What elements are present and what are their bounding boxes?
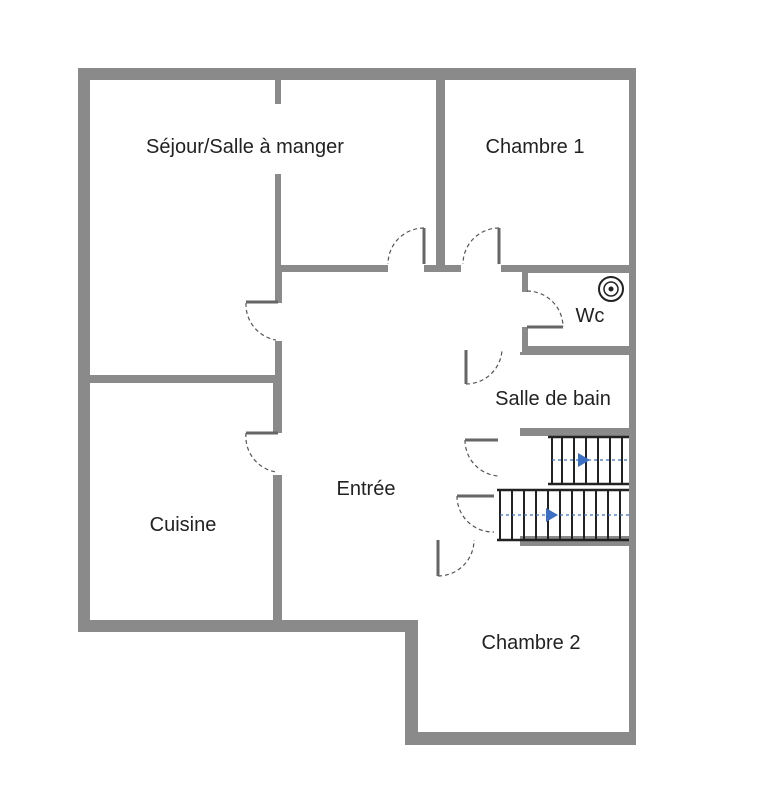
toilet-icon bbox=[598, 276, 624, 302]
opening-chambre2 bbox=[440, 536, 476, 548]
cuisine-floor bbox=[90, 383, 273, 620]
stair-arrow-icon bbox=[546, 508, 558, 522]
opening-stairs2 bbox=[492, 494, 500, 534]
room-label-chambre1: Chambre 1 bbox=[486, 136, 585, 158]
room-label-sejour: Séjour/Salle à manger bbox=[146, 136, 344, 158]
door-arc bbox=[387, 227, 425, 265]
chambre1-floor bbox=[445, 80, 629, 265]
sejour-floor-right bbox=[281, 80, 436, 265]
door-arc bbox=[526, 290, 564, 328]
entree-mid bbox=[437, 436, 497, 536]
room-label-salle-de-bain: Salle de bain bbox=[495, 388, 611, 410]
door-arc bbox=[462, 227, 500, 265]
room-label-cuisine: Cuisine bbox=[150, 514, 217, 536]
opening-sejour-entree bbox=[272, 303, 284, 341]
opening-sdb bbox=[466, 345, 506, 357]
entree-floor-top bbox=[282, 272, 522, 352]
room-label-wc: Wc bbox=[576, 305, 605, 327]
stair-arrow-icon bbox=[578, 453, 590, 467]
opening-sejour-top bbox=[272, 104, 284, 174]
sdb-floor bbox=[445, 355, 629, 428]
opening-entree-top2 bbox=[461, 262, 501, 274]
door-arc bbox=[437, 539, 475, 577]
room-label-entree: Entrée bbox=[337, 478, 396, 500]
opening-entree-top1 bbox=[388, 262, 424, 274]
entree-lower bbox=[282, 352, 437, 620]
door-openings bbox=[272, 104, 530, 548]
opening-stairs1 bbox=[494, 440, 502, 480]
doors bbox=[245, 227, 564, 577]
room-label-chambre2: Chambre 2 bbox=[482, 632, 581, 654]
room-floors bbox=[90, 80, 629, 732]
stairs bbox=[497, 435, 629, 542]
opening-wc bbox=[518, 292, 530, 327]
door-arc bbox=[456, 495, 495, 533]
opening-cuisine-entree bbox=[272, 433, 284, 475]
chambre2-floor bbox=[418, 546, 629, 732]
sejour-floor bbox=[90, 80, 275, 375]
room-labels: Séjour/Salle à manger Chambre 1 Wc Salle… bbox=[146, 136, 611, 654]
